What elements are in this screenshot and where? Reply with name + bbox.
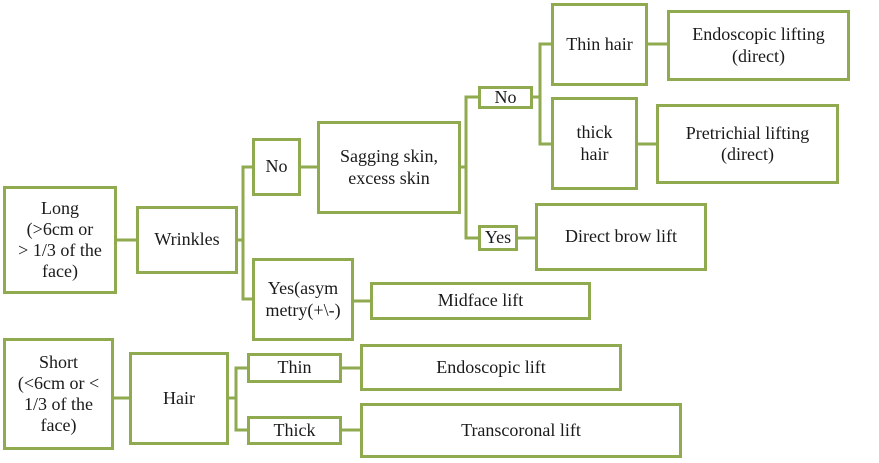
node-transcoronal-lift-label: Transcoronal lift — [461, 419, 581, 440]
node-sagging-skin-label: Sagging skin, excess skin — [339, 146, 438, 188]
node-pretrichial-lifting: Pretrichial lifting (direct) — [656, 104, 839, 184]
node-no-wrinkles-label: No — [265, 156, 288, 177]
node-no-sagging-label: No — [494, 86, 517, 107]
node-thin-hair: Thin hair — [551, 3, 648, 86]
node-endoscopic-lift: Endoscopic lift — [360, 344, 622, 391]
node-wrinkles-label: Wrinkles — [154, 229, 220, 250]
node-endoscopic-lift-label: Endoscopic lift — [436, 356, 546, 377]
node-transcoronal-lift: Transcoronal lift — [360, 403, 682, 458]
node-thin: Thin — [247, 353, 342, 383]
node-direct-brow-lift: Direct brow lift — [535, 203, 707, 271]
node-yes-asymmetry-label: Yes(asym metry(+\-) — [265, 278, 341, 320]
node-short-label: Short (<6cm or < 1/3 of the face) — [17, 351, 100, 436]
node-endoscopic-lifting-direct-label: Endoscopic lifting (direct) — [692, 24, 825, 66]
node-hair-label: Hair — [163, 387, 195, 408]
node-yes-asymmetry: Yes(asym metry(+\-) — [252, 258, 354, 341]
node-pretrichial-lifting-label: Pretrichial lifting (direct) — [685, 122, 810, 164]
node-thin-hair-label: Thin hair — [566, 33, 633, 54]
node-thick-hair: thick hair — [551, 97, 638, 190]
node-wrinkles: Wrinkles — [136, 206, 238, 274]
node-yes-sagging: Yes — [478, 225, 518, 251]
node-midface-lift-label: Midface lift — [437, 290, 524, 311]
node-no-wrinkles: No — [252, 138, 301, 196]
node-thin-label: Thin — [277, 357, 312, 378]
node-long-label: Long (>6cm or > 1/3 of the face) — [18, 197, 102, 282]
node-thick-hair-label: thick hair — [576, 122, 613, 164]
node-no-sagging: No — [478, 86, 533, 109]
node-thick-label: Thick — [273, 419, 316, 440]
node-short: Short (<6cm or < 1/3 of the face) — [3, 338, 114, 450]
node-long: Long (>6cm or > 1/3 of the face) — [3, 186, 117, 294]
node-hair: Hair — [129, 352, 229, 445]
node-thick: Thick — [247, 416, 342, 445]
node-direct-brow-lift-label: Direct brow lift — [565, 226, 677, 247]
node-sagging-skin: Sagging skin, excess skin — [317, 121, 461, 214]
node-yes-sagging-label: Yes — [484, 227, 512, 248]
node-midface-lift: Midface lift — [370, 282, 591, 320]
node-endoscopic-lifting-direct: Endoscopic lifting (direct) — [667, 10, 850, 81]
